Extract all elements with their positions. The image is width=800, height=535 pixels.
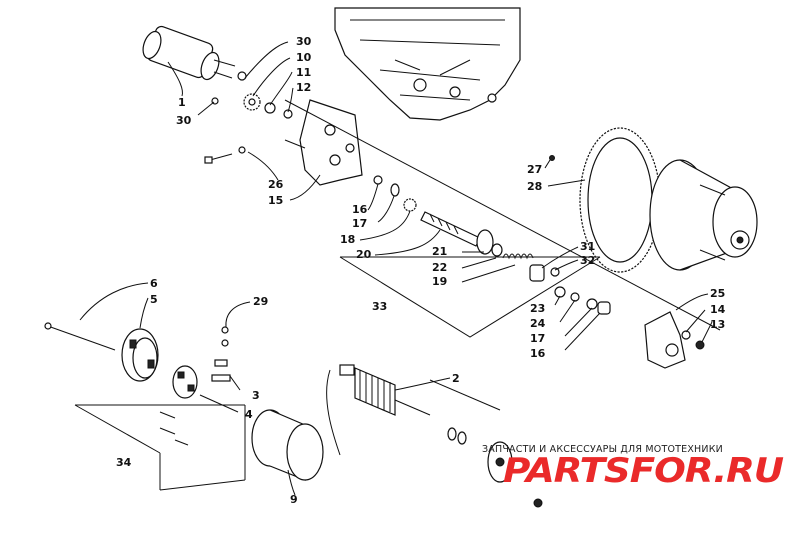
callout-27: 27 [527, 163, 542, 176]
callout-5: 5 [150, 293, 158, 306]
callout-16-lower: 16 [530, 347, 546, 360]
callout-20: 20 [356, 248, 372, 261]
watermark-logo: PARTSFOR.RU [503, 451, 783, 491]
bracket-bolts [204, 146, 246, 164]
callout-18: 18 [340, 233, 355, 246]
callout-32: 32 [580, 254, 595, 267]
bendix-drive [420, 211, 503, 257]
callout-2: 2 [452, 372, 460, 385]
drive-end-plate [487, 441, 543, 508]
callout-9: 9 [290, 493, 298, 506]
callout-33: 33 [372, 300, 387, 313]
callout-34: 34 [116, 456, 132, 469]
drive-pinion [211, 71, 293, 119]
callout-21: 21 [432, 245, 447, 258]
callout-11: 11 [296, 66, 311, 79]
callout-23: 23 [530, 302, 545, 315]
starter-motor [142, 25, 236, 81]
ring-gear [549, 127, 661, 273]
callout-13: 13 [710, 318, 725, 331]
drive-housing [644, 311, 705, 369]
leader-lines [74, 41, 713, 496]
callout-30-bottom: 30 [176, 114, 192, 127]
mounting-bracket [284, 99, 363, 186]
callout-31: 31 [580, 240, 595, 253]
engine-block [334, 7, 521, 121]
end-cap [121, 328, 159, 382]
callout-labels: 30 10 11 12 1 30 26 15 16 17 18 20 21 22… [116, 35, 726, 506]
callout-16-upper: 16 [352, 203, 368, 216]
armature [339, 364, 431, 416]
shaft-parts-lower [529, 264, 611, 315]
callout-14: 14 [710, 303, 726, 316]
callout-12: 12 [296, 81, 311, 94]
callout-26: 26 [268, 178, 284, 191]
callout-22: 22 [432, 261, 447, 274]
terminal-parts [159, 326, 231, 446]
flywheel [649, 159, 758, 271]
callout-25: 25 [710, 287, 725, 300]
watermark: ЗАПЧАСТИ И АКСЕССУАРЫ ДЛЯ МОТОТЕХНИКИ PA… [482, 444, 784, 491]
callout-24: 24 [530, 317, 546, 330]
callout-29: 29 [253, 295, 268, 308]
watermark-tagline: ЗАПЧАСТИ И АКСЕССУАРЫ ДЛЯ МОТОТЕХНИКИ [482, 444, 723, 455]
callout-4: 4 [245, 408, 253, 421]
callout-19: 19 [432, 275, 447, 288]
through-bolt [44, 324, 116, 351]
callout-10: 10 [296, 51, 312, 64]
callout-1: 1 [178, 96, 186, 109]
callout-30-top: 30 [296, 35, 312, 48]
callout-28: 28 [527, 180, 542, 193]
brush-holder [172, 365, 198, 399]
callout-3: 3 [252, 389, 260, 402]
shaft-washers-upper [373, 175, 417, 212]
callout-17-lower: 17 [530, 332, 545, 345]
callout-6: 6 [150, 277, 158, 290]
callout-17-upper: 17 [352, 217, 367, 230]
callout-15: 15 [268, 194, 283, 207]
armature-washers [447, 427, 467, 445]
motor-housing [251, 409, 324, 481]
